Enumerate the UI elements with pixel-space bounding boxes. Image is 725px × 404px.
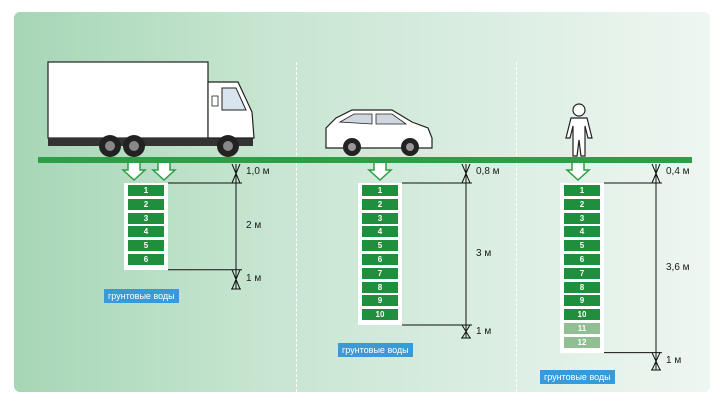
- level-1: 1: [564, 185, 600, 196]
- dimension-label-mid: 3 м: [476, 248, 492, 259]
- level-1: 1: [362, 185, 398, 196]
- level-9: 9: [362, 295, 398, 307]
- car-icon: [325, 109, 433, 156]
- dimension-cross: [461, 163, 471, 184]
- groundwater-label: грунтовые воды: [104, 289, 179, 303]
- dimension-label-mid: 2 м: [246, 220, 262, 232]
- dimension-cross: [231, 163, 241, 184]
- dimension-label-bottom: 1 м: [476, 325, 492, 337]
- groundwater-label: грунтовые воды: [338, 343, 413, 357]
- level-5: 5: [564, 240, 600, 252]
- level-8: 8: [362, 281, 398, 293]
- truck-icon: [47, 61, 255, 157]
- arrow-markers: [121, 161, 591, 182]
- level-6: 6: [362, 254, 398, 265]
- level-8: 8: [564, 281, 600, 293]
- dimension-label-top: 0,8 м: [476, 165, 500, 177]
- level-3: 3: [128, 212, 164, 224]
- dimension-label-bottom: 1 м: [666, 355, 682, 367]
- dimension-cross: [231, 269, 241, 290]
- level-7: 7: [564, 267, 600, 279]
- ground-line: [38, 157, 692, 163]
- level-4: 4: [362, 226, 398, 238]
- level-1: 1: [128, 185, 164, 196]
- level-3: 3: [362, 212, 398, 224]
- separator-line: [296, 62, 297, 392]
- groundwater-label: грунтовые воды: [540, 370, 615, 384]
- level-4: 4: [564, 226, 600, 238]
- level-11: 11: [564, 323, 600, 334]
- level-12: 12: [564, 336, 600, 348]
- level-2: 2: [128, 198, 164, 210]
- level-6: 6: [128, 254, 164, 265]
- level-10: 10: [564, 309, 600, 321]
- level-3: 3: [564, 212, 600, 224]
- dimension-cross: [461, 324, 471, 339]
- level-9: 9: [564, 295, 600, 307]
- dimension-label-top: 1,0 м: [246, 165, 270, 177]
- dimension-cross: [651, 163, 661, 184]
- level-2: 2: [564, 198, 600, 210]
- level-6: 6: [564, 254, 600, 265]
- separator-line: [516, 62, 517, 392]
- down-arrow-icon: [151, 161, 177, 182]
- person-icon: [565, 103, 593, 157]
- down-arrow-icon: [367, 161, 393, 182]
- dimension-lines: [168, 163, 662, 371]
- level-2: 2: [362, 198, 398, 210]
- level-5: 5: [128, 240, 164, 252]
- down-arrow-icon: [565, 161, 591, 182]
- down-arrow-icon: [121, 161, 147, 182]
- dimension-cross: [651, 352, 661, 371]
- level-4: 4: [128, 226, 164, 238]
- level-10: 10: [362, 309, 398, 321]
- dimension-label-bottom: 1 м: [246, 273, 262, 285]
- dimension-label-mid: 3,6 м: [666, 261, 690, 273]
- level-7: 7: [362, 267, 398, 279]
- level-5: 5: [362, 240, 398, 252]
- dimension-label-top: 0,4 м: [666, 165, 690, 177]
